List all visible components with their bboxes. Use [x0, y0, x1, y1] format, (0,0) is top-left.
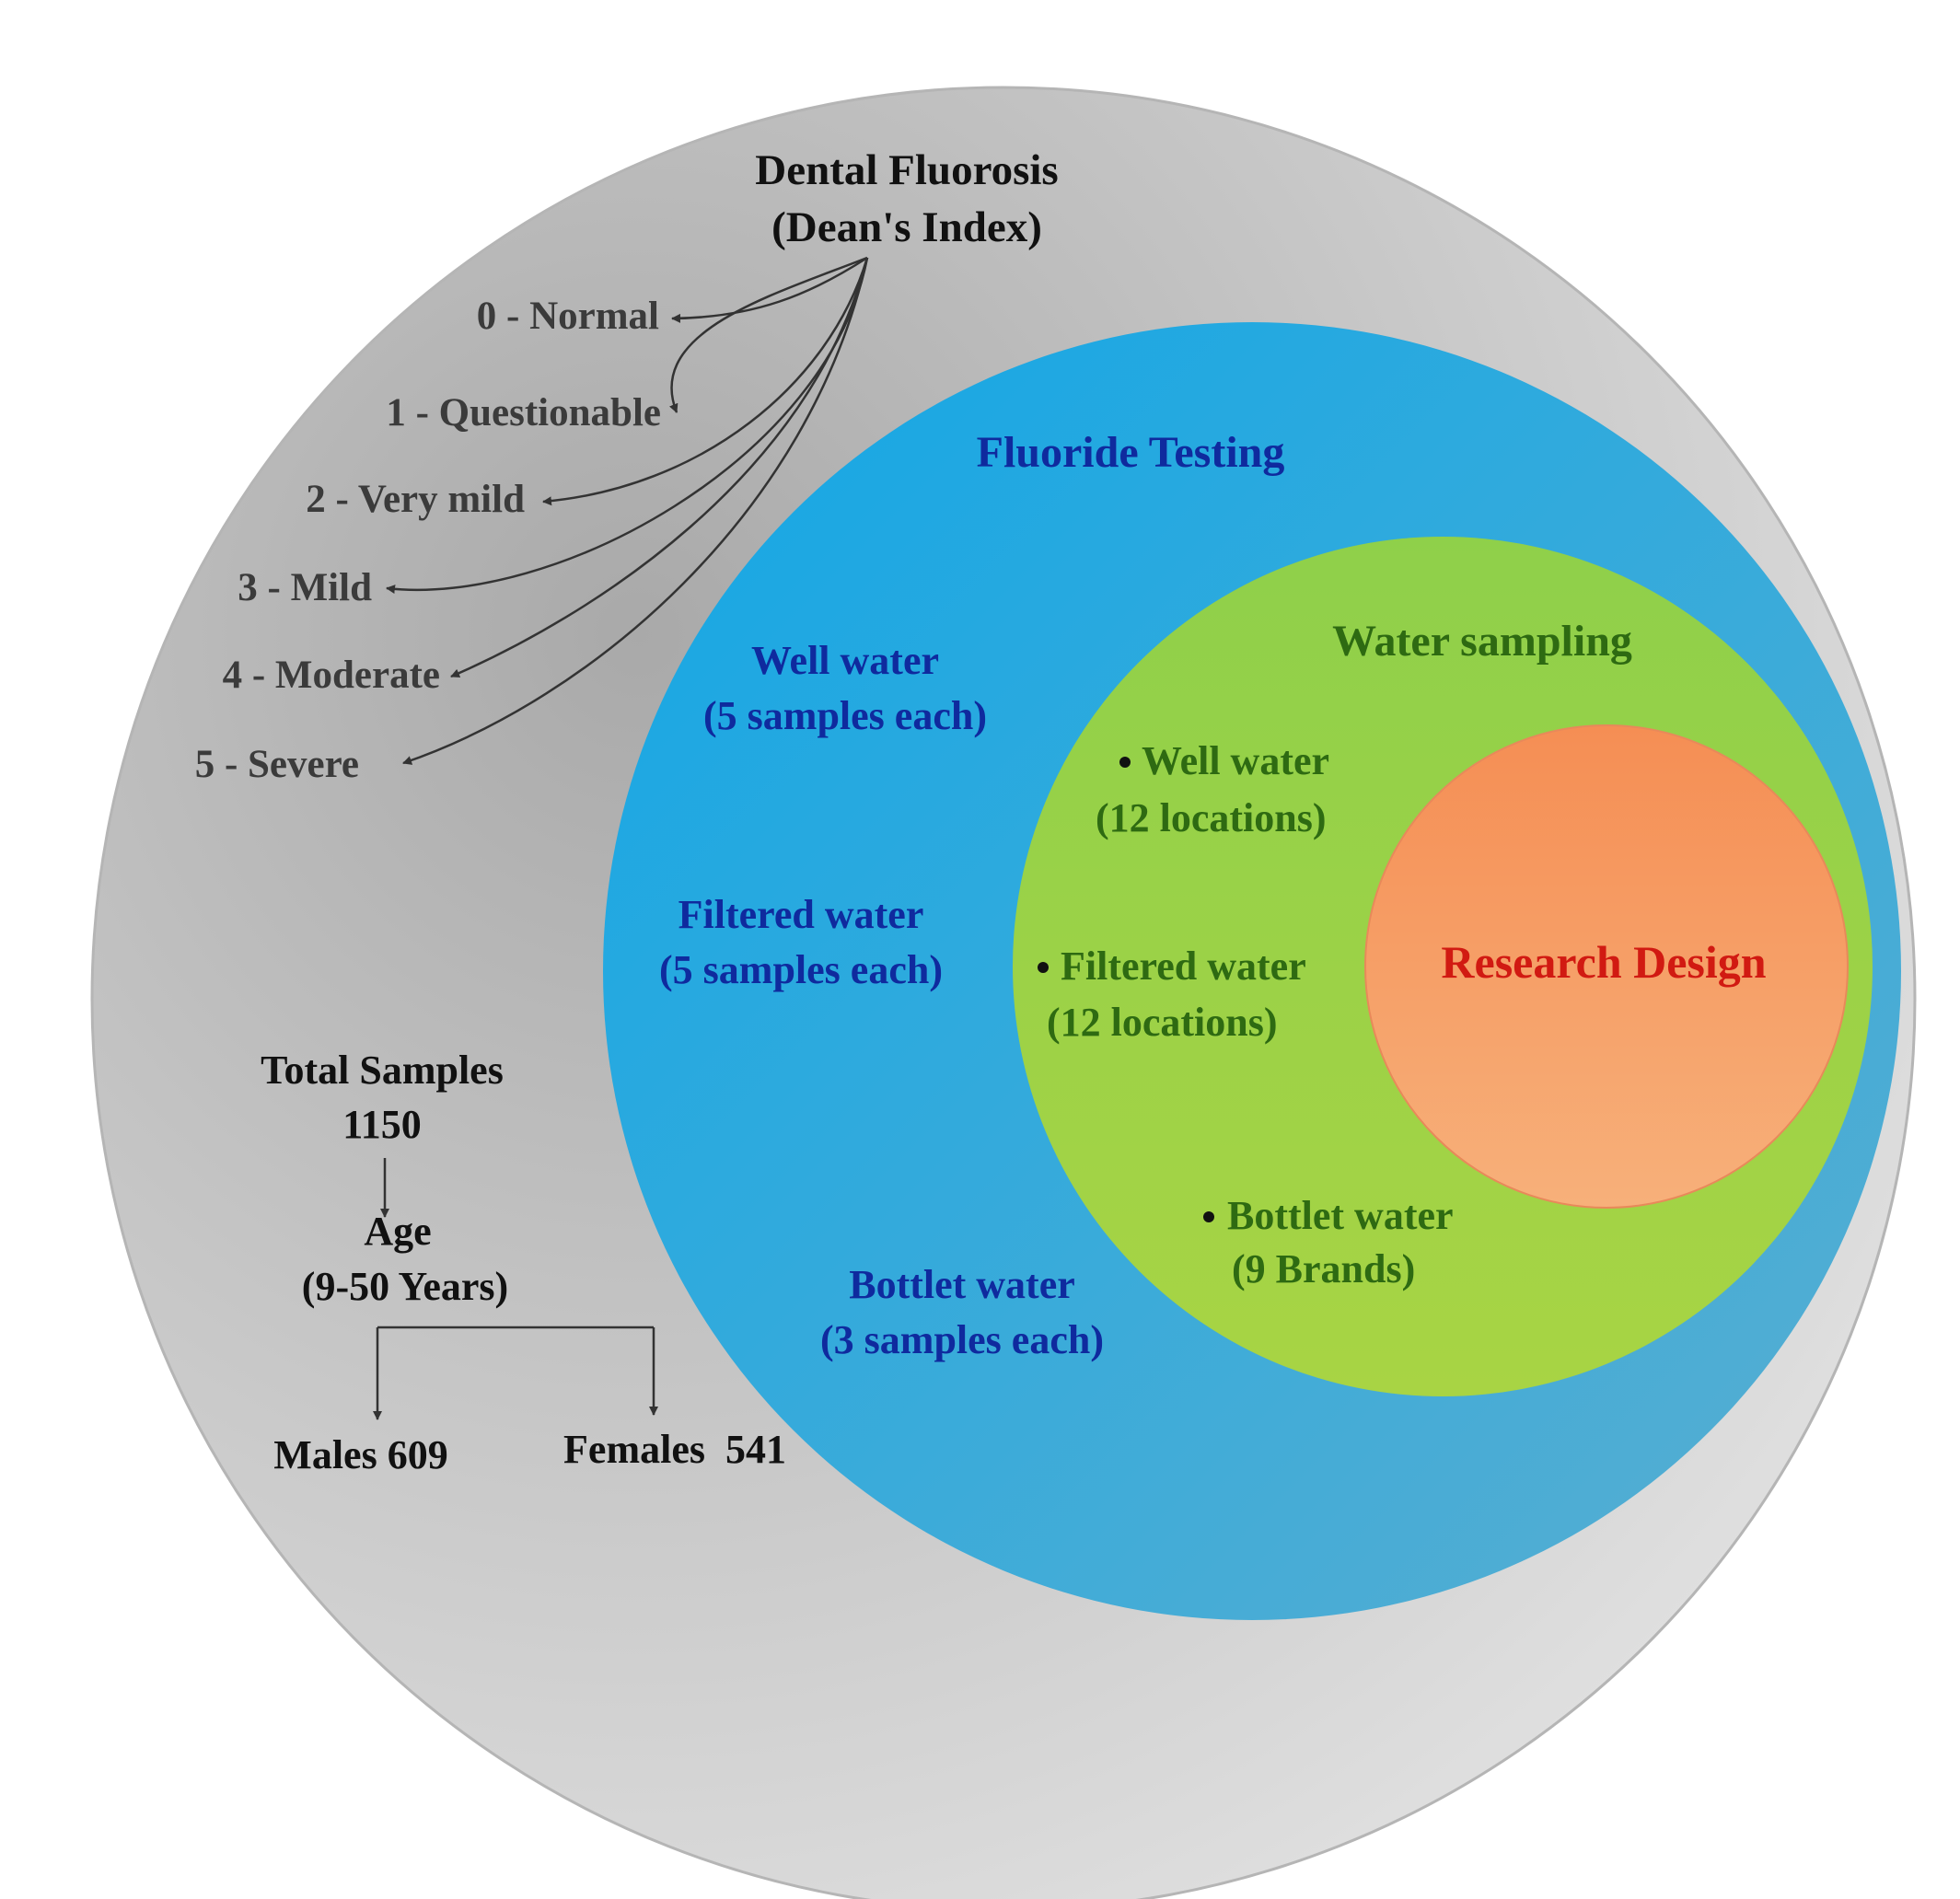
fluorosis-level-0: 0 - Normal [477, 295, 659, 338]
research-design-circle [1364, 724, 1849, 1209]
bullet-icon [1203, 1211, 1214, 1222]
sampling-bottlet-water-detail: (9 Brands) [1232, 1246, 1415, 1291]
fluorosis-level-2: 2 - Very mild [306, 478, 525, 521]
fluorosis-arrows [386, 256, 869, 765]
sampling-filtered-water-detail: (12 locations) [1047, 1000, 1278, 1045]
fluoride-well-water-detail: (5 samples each) [703, 693, 987, 738]
age-range: (9-50 Years) [302, 1264, 508, 1309]
dental-fluorosis-title: Dental Fluorosis [755, 146, 1058, 194]
fluoride-bottlet-water-detail: (3 samples each) [820, 1317, 1104, 1362]
dental-fluorosis-subtitle: (Dean's Index) [771, 203, 1042, 251]
sampling-filtered-water: Filtered water [1061, 944, 1306, 989]
fluoride-testing-title: Fluoride Testing [977, 428, 1285, 477]
fluorosis-level-4: 4 - Moderate [223, 654, 440, 697]
arrow-to-level-5 [402, 257, 869, 765]
sampling-bottlet-water: Bottlet water [1227, 1193, 1454, 1238]
fluoride-bottlet-water: Bottlet water [849, 1262, 1075, 1307]
fluorosis-level-3: 3 - Mild [238, 566, 372, 609]
water-sampling-title: Water sampling [1332, 617, 1632, 666]
females-count: Females 541 [563, 1427, 786, 1472]
research-design-title: Research Design [1441, 936, 1766, 988]
bullet-icon [1038, 962, 1049, 973]
sampling-well-water-detail: (12 locations) [1096, 795, 1327, 840]
sampling-well-water: Well water [1142, 738, 1329, 783]
arrow-to-level-1 [669, 256, 868, 413]
total-samples-value: 1150 [342, 1102, 422, 1147]
fluoride-filtered-water-detail: (5 samples each) [659, 947, 943, 992]
fluoride-well-water: Well water [751, 638, 939, 683]
arrow-to-level-2 [542, 257, 869, 506]
fluoride-filtered-water: Filtered water [678, 892, 924, 937]
total-samples-label: Total Samples [261, 1048, 504, 1093]
fluorosis-level-1: 1 - Questionable [386, 391, 661, 434]
males-count: Males 609 [273, 1432, 447, 1477]
gender-split-arrows [373, 1326, 658, 1420]
bullet-icon [1119, 757, 1131, 768]
arrow-to-level-0 [671, 256, 868, 323]
age-label: Age [364, 1209, 431, 1254]
fluorosis-level-5: 5 - Severe [195, 743, 359, 786]
arrow-to-level-4 [450, 257, 869, 678]
